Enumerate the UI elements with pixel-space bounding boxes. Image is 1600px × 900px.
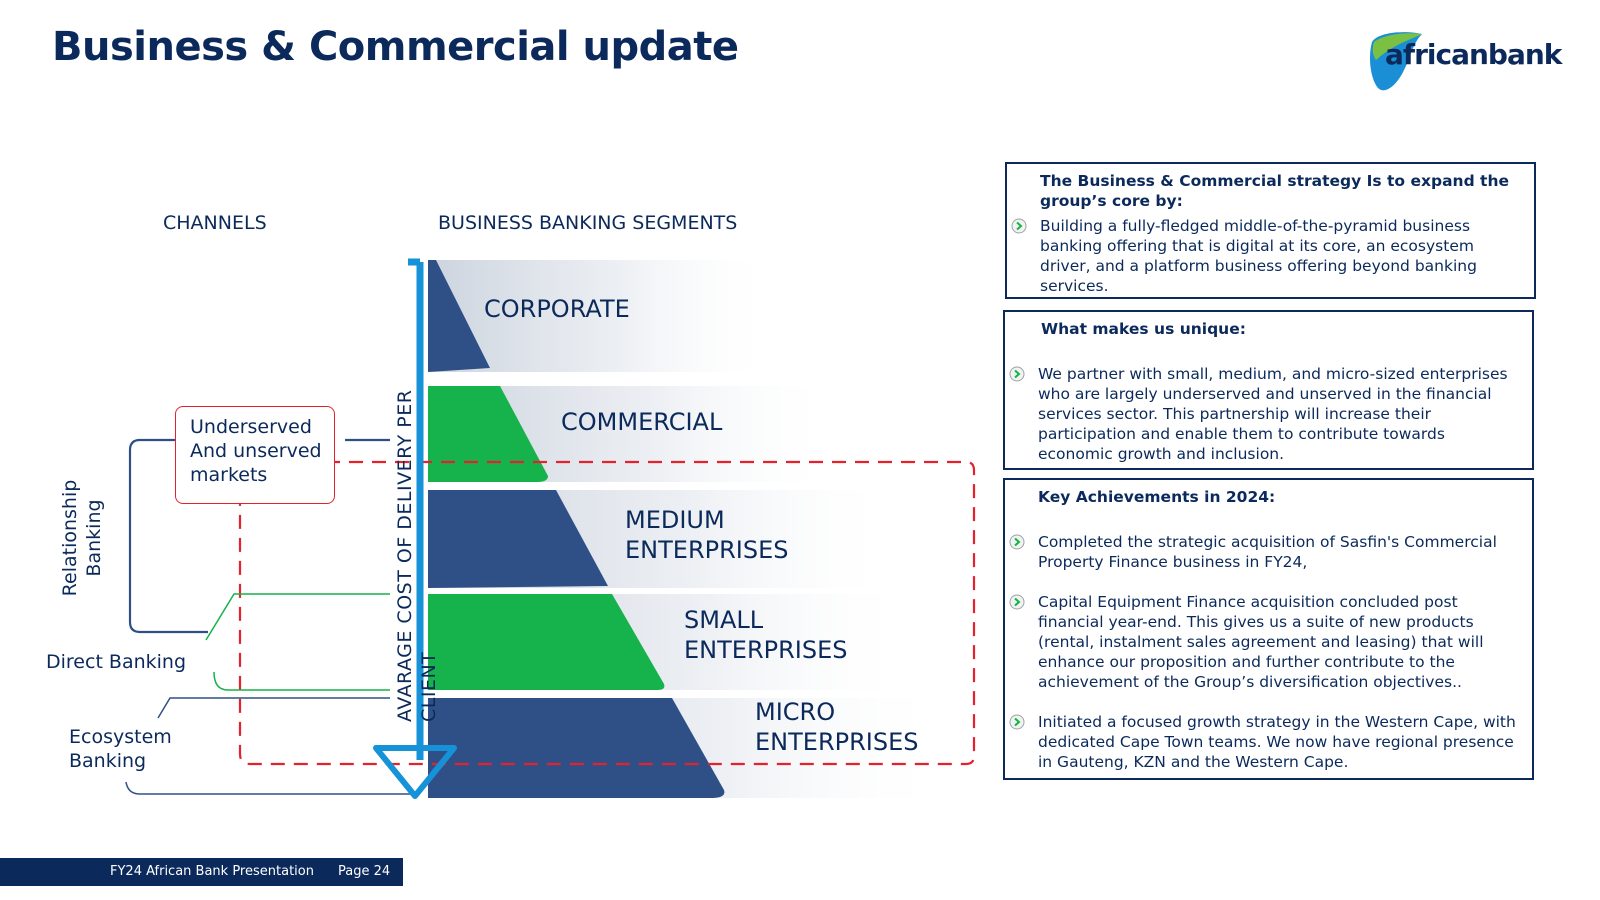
unique-bullet: We partner with small, medium, and micro… bbox=[1005, 364, 1516, 464]
page-title: Business & Commercial update bbox=[52, 24, 739, 70]
direct-bracket-bottom bbox=[213, 671, 390, 691]
band-corporate bbox=[428, 260, 777, 372]
achievement-bullet: Capital Equipment Finance acquisition co… bbox=[1005, 592, 1516, 692]
cost-arrow bbox=[373, 258, 457, 799]
segment-medium-enterprises: MEDIUM ENTERPRISES bbox=[625, 506, 789, 564]
achievement-bullet-text: Capital Equipment Finance acquisition co… bbox=[1038, 593, 1484, 691]
african-bank-logo: africanbank bbox=[1366, 30, 1566, 96]
cost-axis-label: AVARAGE COST OF DELIVERY PER CLIENT bbox=[394, 389, 440, 722]
segment-commercial: COMMERCIAL bbox=[561, 408, 723, 436]
strategy-title: The Business & Commercial strategy Is to… bbox=[1040, 172, 1510, 210]
channel-direct-banking: Direct Banking bbox=[46, 651, 187, 673]
ecosystem-bracket-bottom bbox=[125, 781, 420, 795]
achievement-bullet-text: Completed the strategic acquisition of S… bbox=[1038, 533, 1497, 571]
channel-ecosystem-banking: Ecosystem Banking bbox=[69, 726, 172, 772]
pyramid-medium bbox=[428, 490, 608, 588]
arrow-bullet-icon bbox=[1011, 218, 1027, 234]
arrow-bullet-icon bbox=[1009, 714, 1025, 730]
achievement-bullet: Initiated a focused growth strategy in t… bbox=[1005, 712, 1516, 772]
pyramid bbox=[428, 260, 725, 798]
pyramid-commercial bbox=[428, 386, 548, 482]
arrow-bullet-icon bbox=[1009, 534, 1025, 550]
footer-bar: FY24 African Bank Presentation Page 24 bbox=[0, 858, 403, 886]
segment-micro-enterprises: MICRO ENTERPRISES bbox=[755, 698, 919, 756]
relationship-bracket bbox=[128, 438, 208, 634]
pyramid-small bbox=[428, 594, 665, 690]
logo-mark-icon bbox=[1370, 32, 1422, 91]
segment-corporate: CORPORATE bbox=[484, 295, 630, 323]
footer-page-number: Page 24 bbox=[338, 864, 391, 879]
pyramid-corporate bbox=[428, 260, 490, 372]
arrow-bullet-icon bbox=[1009, 366, 1025, 382]
strategy-panel: The Business & Commercial strategy Is to… bbox=[1005, 162, 1536, 299]
achievement-bullet-text: Initiated a focused growth strategy in t… bbox=[1038, 713, 1516, 771]
strategy-bullet: Building a fully-fledged middle-of-the-p… bbox=[1007, 216, 1518, 296]
underserved-markets-box: Underserved And unserved markets bbox=[175, 406, 335, 504]
channels-heading: CHANNELS bbox=[163, 212, 267, 234]
logo-text: africanbank bbox=[1385, 38, 1562, 71]
underserved-highlight bbox=[234, 460, 976, 766]
footer-presentation: FY24 African Bank Presentation bbox=[110, 864, 314, 879]
unique-bullet-text: We partner with small, medium, and micro… bbox=[1038, 365, 1508, 463]
direct-bracket-top bbox=[205, 593, 390, 641]
channel-relationship-banking: Relationship Banking bbox=[59, 479, 105, 597]
unique-title: What makes us unique: bbox=[1041, 320, 1246, 338]
segments-heading: BUSINESS BANKING SEGMENTS bbox=[438, 212, 738, 234]
segment-small-enterprises: SMALL ENTERPRISES bbox=[684, 606, 848, 664]
unique-panel: What makes us unique: We partner with sm… bbox=[1003, 310, 1534, 470]
pyramid-micro bbox=[428, 698, 725, 798]
ecosystem-bracket-top bbox=[157, 697, 390, 719]
achievements-title: Key Achievements in 2024: bbox=[1038, 488, 1276, 506]
arrow-bullet-icon bbox=[1009, 594, 1025, 610]
achievements-panel: Key Achievements in 2024: Completed the … bbox=[1003, 478, 1534, 780]
strategy-bullet-text: Building a fully-fledged middle-of-the-p… bbox=[1040, 217, 1477, 295]
achievement-bullet: Completed the strategic acquisition of S… bbox=[1005, 532, 1516, 572]
